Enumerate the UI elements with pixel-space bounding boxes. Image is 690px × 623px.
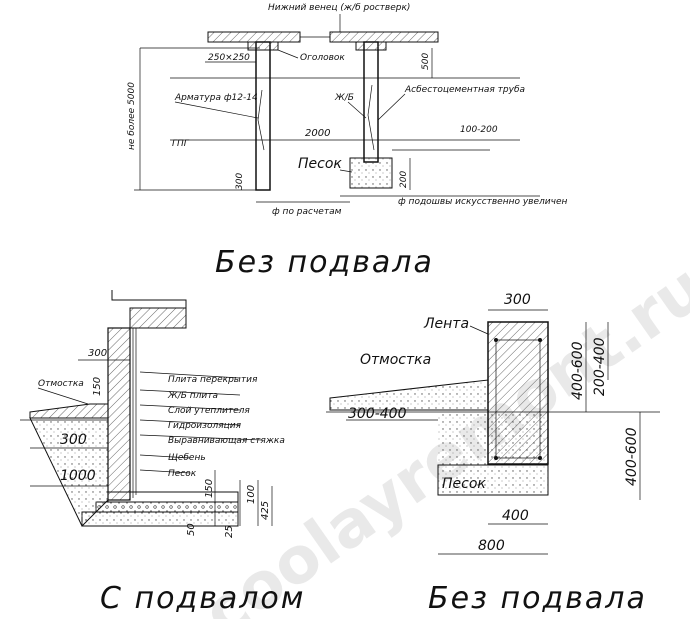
basement-wall <box>107 327 131 501</box>
rebar <box>494 338 542 460</box>
dim-100: 100 <box>246 485 257 504</box>
dim-50: 50 <box>186 523 197 536</box>
dim-400-600-bottom: 400-600 <box>624 427 640 486</box>
label-spacing: 2000 <box>305 128 330 139</box>
dim-425: 425 <box>260 501 271 520</box>
grillage-beam-left <box>207 31 301 43</box>
dim-w400: 400 <box>502 508 529 524</box>
dim-w800: 800 <box>478 538 505 554</box>
label-gravel: Щебень <box>168 453 206 463</box>
dim-300-soil: 300 <box>60 432 87 448</box>
blind-area <box>329 379 489 411</box>
label-pipe: Асбестоцементная труба <box>404 85 525 95</box>
dim-1000: 1000 <box>60 468 96 484</box>
dim-150-right: 150 <box>204 479 215 498</box>
label-rebar: Арматура ф12-14 <box>174 93 258 103</box>
label-dim500: 500 <box>421 53 431 70</box>
pile-section-title: Без подвала <box>215 245 434 280</box>
label-sand-left: Песок <box>168 469 197 479</box>
label-strip: Лента <box>423 316 469 332</box>
pile-section: Нижний венец (ж/б ростверк) не более 500… <box>127 3 567 280</box>
label-sand-top: Песок <box>298 156 342 172</box>
dim-150-left: 150 <box>92 377 103 396</box>
dim-25: 25 <box>224 525 235 538</box>
label-screed: Выравнивающая стяжка <box>168 436 285 446</box>
pile-sole <box>349 157 393 189</box>
label-sand-right: Песок <box>442 476 486 492</box>
dim-200-400: 200-400 <box>592 337 608 396</box>
label-top-beam: Нижний венец (ж/б ростверк) <box>268 3 410 13</box>
label-gpg: ГПГ <box>172 139 190 149</box>
label-height: не более 5000 <box>127 82 137 150</box>
label-dim200: 200 <box>399 171 409 188</box>
strip-foundation <box>487 321 549 465</box>
dim-300-400: 300-400 <box>348 406 407 422</box>
dim-400-600-top: 400-600 <box>570 341 586 400</box>
layer-callouts <box>139 371 263 474</box>
label-insulation: Слой утеплителя <box>168 406 250 416</box>
label-cap: Оголовок <box>300 53 345 63</box>
label-dim300: 300 <box>235 173 245 190</box>
label-diam-sole: ф подошвы искусственно увеличен <box>398 197 567 207</box>
dim-300-left: 300 <box>88 348 107 359</box>
floor-slab <box>129 307 187 329</box>
dim-w300: 300 <box>504 292 531 308</box>
label-blind-area-right: Отмостка <box>360 352 431 368</box>
label-range: 100-200 <box>460 125 498 135</box>
label-waterproof: Гидроизоляция <box>168 421 242 431</box>
pile-right <box>363 41 379 163</box>
label-rc: Ж/Б <box>334 93 354 103</box>
pile-left <box>255 41 271 191</box>
grillage-beam-right <box>329 31 439 43</box>
label-diam-calc: ф по расчетам <box>272 207 342 217</box>
label-rc-slab: Ж/Б плита <box>167 391 218 401</box>
strip-section-title: Без подвала <box>428 581 647 616</box>
label-blind-area-left: Отмостка <box>38 379 84 389</box>
label-slab: Плита перекрытия <box>168 375 258 385</box>
basement-section-title: С подвалом <box>100 581 305 616</box>
label-cap-size: 250×250 <box>208 53 250 63</box>
strip-section: 300 Лента Отмостка 300-400 400-600 200-4… <box>326 292 660 616</box>
sand-bed <box>437 464 549 496</box>
basement-section: Отмостка 300 150 300 1000 Плита перекрыт… <box>20 290 305 616</box>
